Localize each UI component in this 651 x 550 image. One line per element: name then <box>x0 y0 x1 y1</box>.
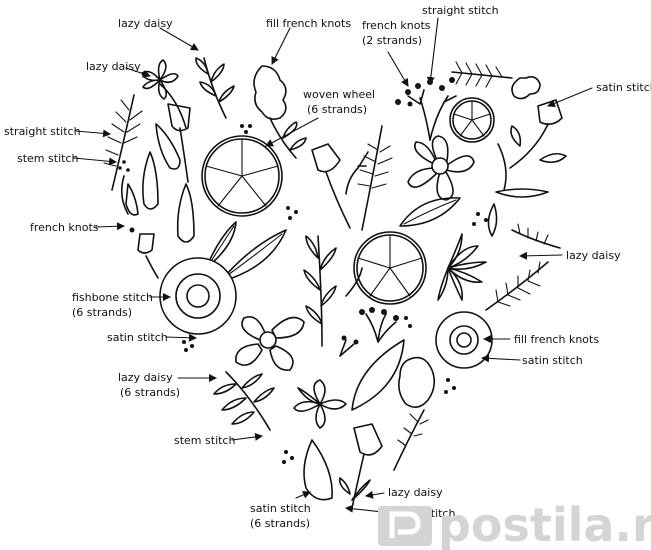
label-stem-stitch-lower-left: stem stitch <box>174 434 235 447</box>
label-woven-wheel-sub: (6 strands) <box>307 103 367 116</box>
label-satin-stitch-top-right: satin stitch <box>596 81 651 94</box>
center-fern-sprig <box>357 125 393 231</box>
label-straight-stitch-top: straight stitch <box>422 4 499 17</box>
label-satin-stitch-6-strands-sub: (6 strands) <box>250 517 310 530</box>
label-french-knots-2-strands-sub: (2 strands) <box>362 34 422 47</box>
label-lazy-daisy-left: lazy daisy <box>86 60 141 73</box>
label-lazy-daisy-6-strands: lazy daisy <box>118 371 173 384</box>
label-lazy-daisy-right: lazy daisy <box>566 249 621 262</box>
lower-left-flower <box>182 316 305 371</box>
label-satin-stitch-left: satin stitch <box>107 331 168 344</box>
heart-artwork <box>103 57 567 509</box>
watermark-text: postila.ru <box>438 498 651 550</box>
right-leaves <box>472 143 561 249</box>
label-french-knots-2-strands: french knots <box>362 19 431 32</box>
label-satin-stitch-6-strands: satin stitch <box>250 502 311 515</box>
center-right-leaf <box>399 197 461 227</box>
watermark: postila.ru <box>378 498 651 550</box>
top-right-feather-sprig <box>451 61 513 88</box>
lower-right-leaves <box>351 339 456 471</box>
woven-wheel-center <box>353 231 427 305</box>
annotation-arrows <box>73 17 593 514</box>
label-woven-wheel: woven wheel <box>303 88 375 101</box>
lazy-daisy-leaf-stem <box>195 57 235 119</box>
label-lazy-daisy-bottom: lazy daisy <box>388 486 443 499</box>
woven-wheel-top <box>201 135 283 217</box>
label-satin-stitch-right: satin stitch <box>522 354 583 367</box>
label-fill-french-knots-right: fill french knots <box>514 333 599 346</box>
left-fern-sprig <box>103 94 143 191</box>
label-lazy-daisy-top: lazy daisy <box>118 17 173 30</box>
annotation-labels: lazy daisy lazy daisy fill french knots … <box>4 4 651 530</box>
french-knots-sprig-top <box>395 77 457 141</box>
left-tulip-and-leaves <box>125 103 252 243</box>
label-fishbone-stitch: fishbone stitch <box>72 291 153 304</box>
lazy-daisy-fan-right <box>437 233 487 301</box>
label-stem-stitch-left: stem stitch <box>17 152 78 165</box>
lower-left-fern <box>213 371 275 431</box>
satin-ring-right <box>435 311 493 369</box>
watermark-logo-mark <box>378 506 432 546</box>
label-lazy-daisy-6-strands-sub: (6 strands) <box>120 386 180 399</box>
pinwheel-flower <box>293 379 347 429</box>
right-feather-sprig <box>485 261 549 311</box>
center-tulip-sprig <box>286 143 369 229</box>
center-stem-sprigs <box>303 235 363 347</box>
bottom-satin-leaf <box>282 423 383 509</box>
fill-french-knots-leaf <box>253 65 307 159</box>
stem-stitch-left <box>118 160 135 233</box>
woven-wheel-small <box>449 97 495 143</box>
satin-ring-left <box>159 257 237 335</box>
label-fishbone-stitch-sub: (6 strands) <box>72 306 132 319</box>
lazy-daisy-top-left <box>141 59 187 129</box>
label-fill-french-knots-top: fill french knots <box>266 17 351 30</box>
label-straight-stitch-left: straight stitch <box>4 125 81 138</box>
french-knots-sprig-center <box>339 307 412 357</box>
satin-flower-top-right <box>509 76 567 169</box>
daisy-center-right <box>407 135 475 201</box>
label-french-knots: french knots <box>30 221 99 234</box>
